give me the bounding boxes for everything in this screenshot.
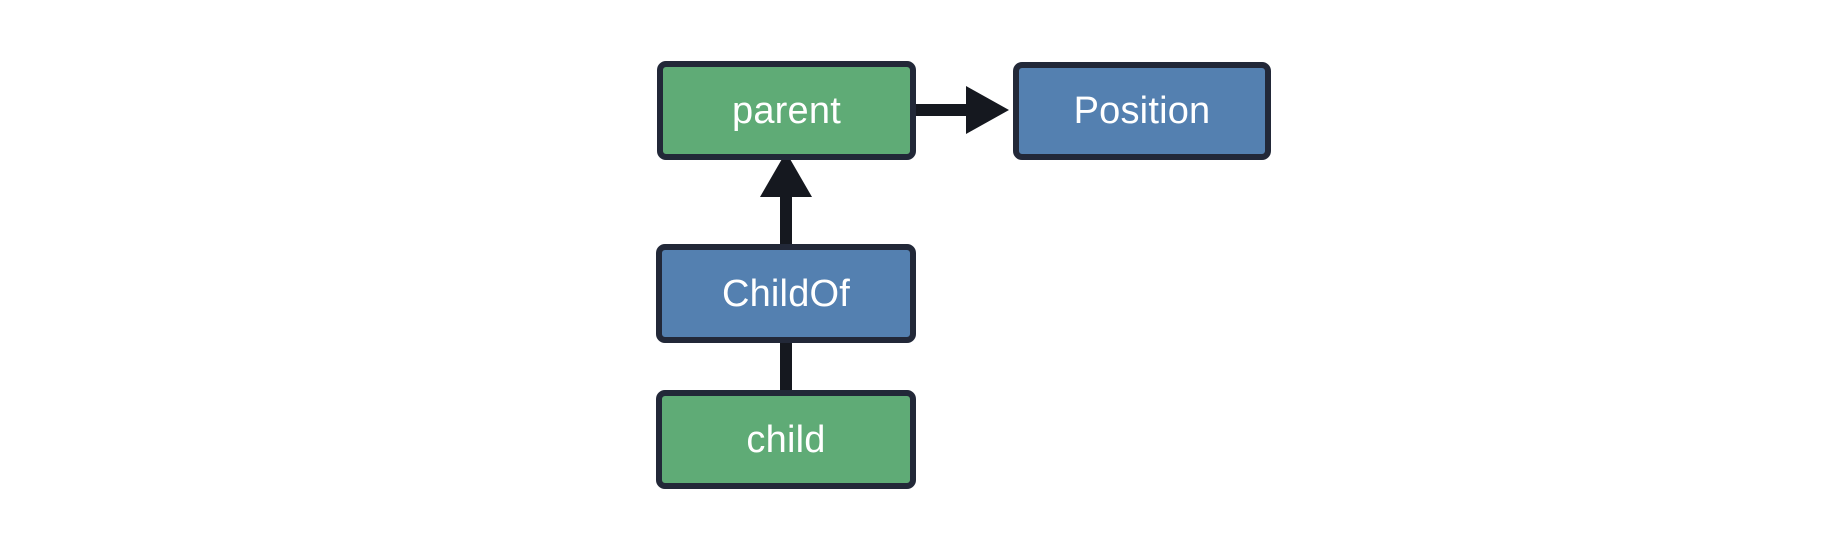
node-childof-label: ChildOf: [721, 272, 851, 315]
node-parent-label: parent: [732, 89, 841, 132]
node-child[interactable]: child: [656, 390, 916, 489]
edge-childof-to-parent: [760, 152, 812, 246]
edge-parent-to-position: [912, 86, 1009, 134]
node-childof[interactable]: ChildOf: [656, 244, 916, 343]
node-position-label: Position: [1073, 90, 1211, 132]
node-child-label: child: [746, 418, 826, 461]
edge-child-to-childof: [780, 340, 792, 394]
node-parent[interactable]: parent: [657, 61, 916, 160]
node-position[interactable]: Position: [1013, 62, 1271, 160]
